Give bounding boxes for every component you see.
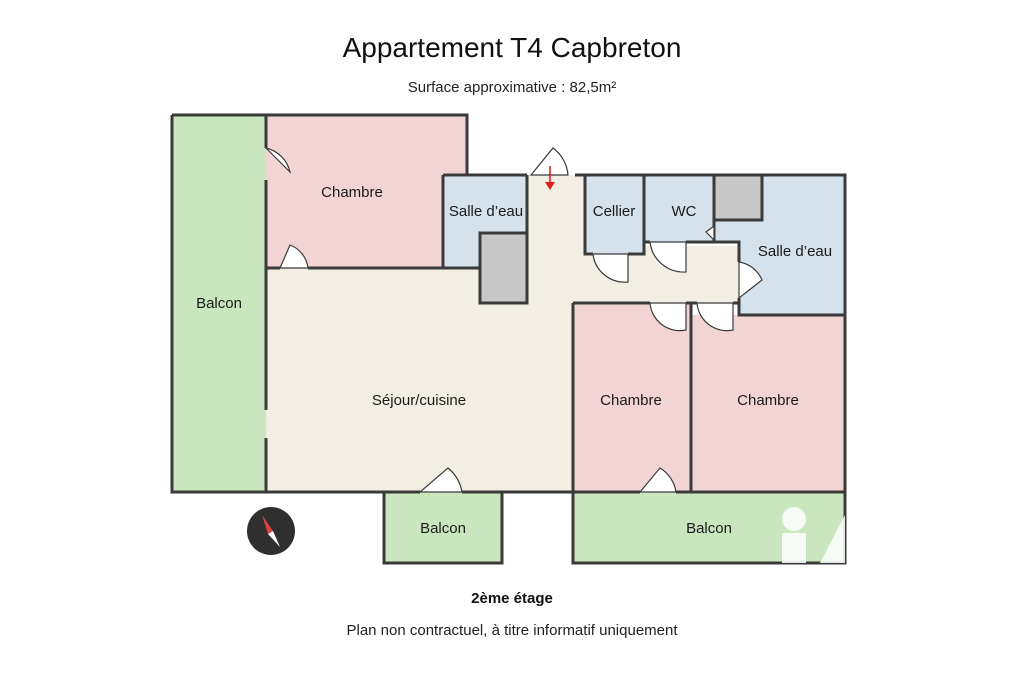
walls <box>170 113 847 565</box>
label-chambre-right: Chambre <box>737 392 799 409</box>
placard-1 <box>480 233 527 303</box>
label-balcon-left: Balcon <box>196 295 242 312</box>
label-chambre-top: Chambre <box>321 184 383 201</box>
placard-2 <box>714 175 762 220</box>
surface-subtitle: Surface approximative : 82,5m² <box>407 79 617 96</box>
cellier-area <box>585 175 644 254</box>
door-chambre-top <box>264 146 292 174</box>
chambre-mid-area <box>573 303 691 492</box>
floor-label: 2ème étage <box>471 590 553 607</box>
chambre-top-area <box>266 115 467 268</box>
balcon-left-area <box>172 115 266 492</box>
balcon-bottom-small-area <box>384 492 502 563</box>
label-chambre-mid: Chambre <box>600 392 662 409</box>
label-cellier: Cellier <box>593 203 636 220</box>
watermark-logo <box>782 507 845 563</box>
door-wc-closet <box>705 224 715 242</box>
door-chambre-top-2 <box>279 244 309 269</box>
disclaimer-text: Plan non contractuel, à titre informatif… <box>346 622 678 639</box>
door-salle-eau-2 <box>738 261 763 300</box>
door-balcon-small <box>418 467 463 493</box>
wc-area <box>644 175 714 242</box>
compass-icon <box>247 507 295 555</box>
door-chambre-right <box>696 302 734 332</box>
label-salle-eau-2: Salle d’eau <box>758 243 832 260</box>
door-entrance <box>529 147 569 176</box>
door-balcon-large <box>638 467 677 493</box>
label-wc: WC <box>672 203 697 220</box>
label-balcon-bottom-large: Balcon <box>686 520 732 537</box>
label-salle-eau-1: Salle d’eau <box>449 203 523 220</box>
label-sejour: Séjour/cuisine <box>372 392 466 409</box>
doors <box>264 146 763 493</box>
door-chambre-mid <box>649 302 687 332</box>
door-wc <box>649 241 687 273</box>
entrance-arrow-icon <box>545 166 555 190</box>
label-balcon-bottom-small: Balcon <box>420 520 466 537</box>
chambre-right-area <box>691 315 845 492</box>
door-cellier <box>592 253 629 283</box>
sejour-area <box>266 175 573 492</box>
plan-title: Appartement T4 Capbreton <box>342 32 682 63</box>
